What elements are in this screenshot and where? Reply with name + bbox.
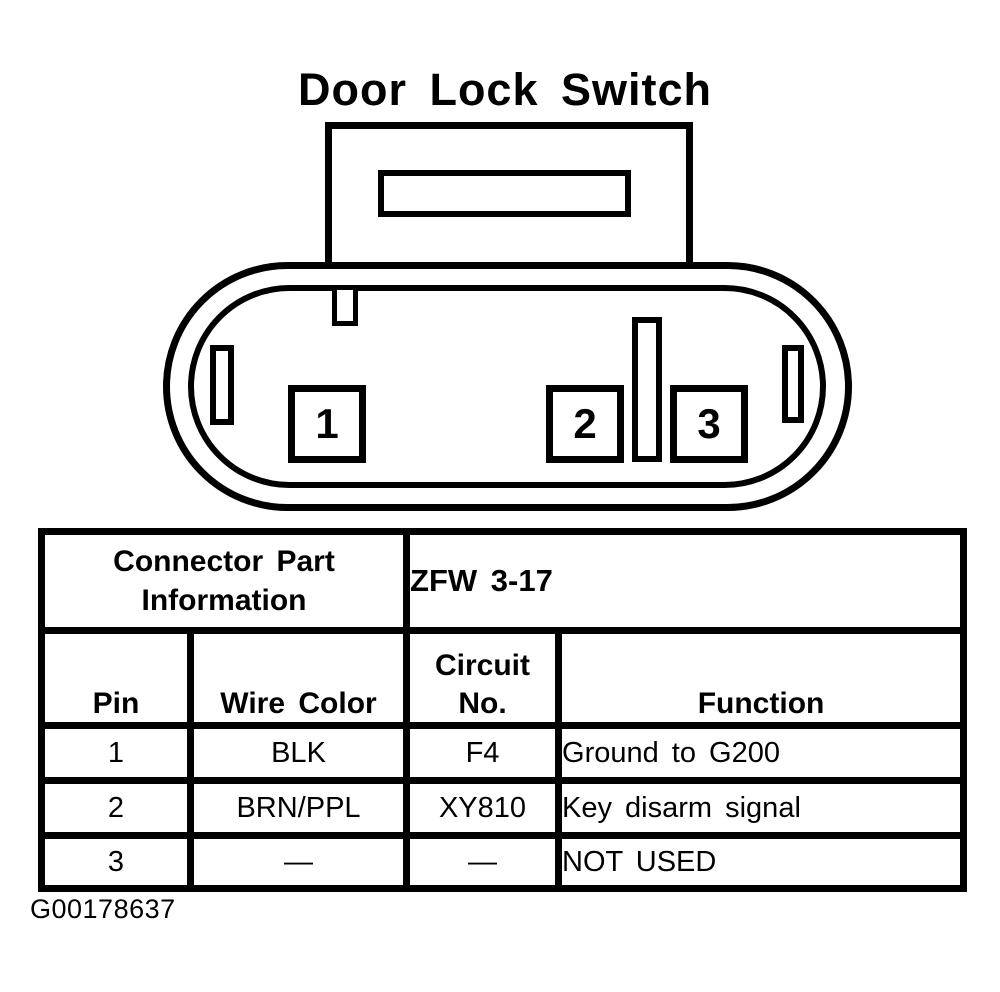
cell-wire-color: — (186, 832, 411, 892)
col-header-circuit-no: Circuit No. (403, 627, 563, 729)
pin-3-label: 3 (697, 400, 721, 447)
header-connector-part-info: Connector Part Information (37, 528, 411, 634)
cell-function: NOT USED (555, 832, 968, 892)
cell-wire-color: BLK (186, 722, 411, 784)
table-row: 1 BLK F4 Ground to G200 (38, 722, 968, 784)
col-header-wire-color: Wire Color (186, 627, 411, 729)
cell-pin: 1 (38, 722, 194, 784)
cell-function: Key disarm signal (555, 777, 968, 839)
diagram-title: Door Lock Switch (297, 64, 713, 115)
table-header-row: Pin Wire Color Circuit No. Function (38, 627, 968, 729)
table-row: 2 BRN/PPL XY810 Key disarm signal (38, 777, 968, 839)
pin-3-cavity: 3 (670, 385, 748, 463)
table-row-part-info: Connector Part Information ZFW 3-17 (37, 528, 968, 634)
table-row: 3 — — NOT USED (38, 832, 968, 892)
cell-circuit-no: F4 (403, 722, 563, 784)
cell-wire-color: BRN/PPL (186, 777, 411, 839)
pin-1-cavity: 1 (288, 385, 366, 463)
col-header-pin: Pin (38, 627, 194, 729)
pin-1-label: 1 (315, 400, 339, 447)
col-header-function: Function (555, 627, 968, 729)
cell-pin: 3 (38, 832, 194, 892)
figure-id: G00178637 (30, 894, 176, 924)
header-part-number: ZFW 3-17 (403, 528, 968, 634)
keyway-notch (332, 290, 358, 326)
pinout-table: Connector Part Information ZFW 3-17 Pin … (37, 528, 968, 892)
pin-2-cavity: 2 (546, 385, 624, 463)
cell-circuit-no: — (403, 832, 563, 892)
cell-circuit-no: XY810 (403, 777, 563, 839)
left-index-slot (210, 345, 234, 425)
cell-pin: 2 (38, 777, 194, 839)
right-index-slot (782, 345, 804, 423)
cell-function: Ground to G200 (555, 722, 968, 784)
latch-slot (378, 170, 631, 217)
divider-rib (632, 317, 662, 462)
pin-2-label: 2 (573, 400, 597, 447)
